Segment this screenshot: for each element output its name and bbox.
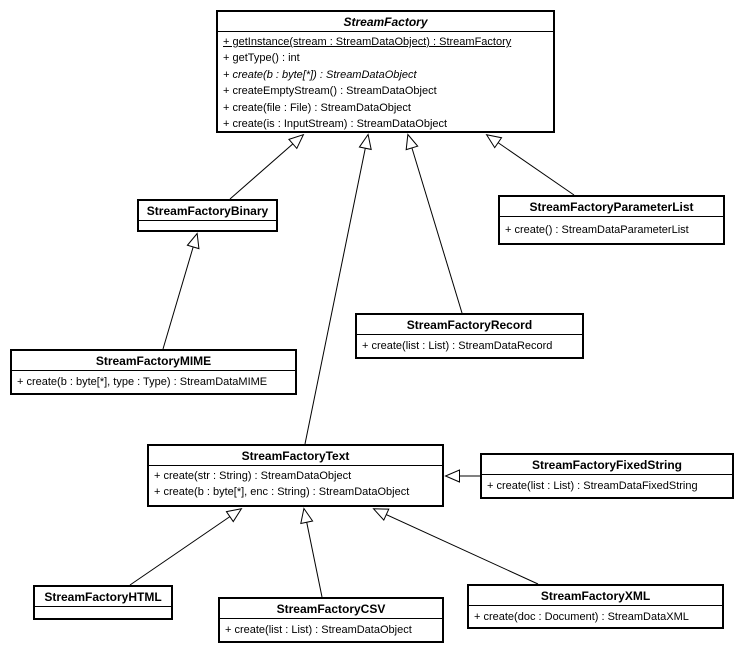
generalization-arrow-parameterlist-to-factory [485, 133, 575, 196]
class-box-streamfactorycsv[interactable]: StreamFactoryCSV + create(list : List) :… [218, 597, 444, 643]
method-create: + create(doc : Document) : StreamDataXML [474, 610, 689, 623]
generalization-arrow-xml-to-text [372, 508, 539, 585]
method-create-file: + create(file : File) : StreamDataObject [223, 101, 411, 114]
generalization-arrow-mime-to-binary [162, 232, 200, 350]
methods-compartment: + create() : StreamDataParameterList [500, 217, 723, 243]
class-name: StreamFactoryCSV [220, 599, 442, 619]
generalization-arrow-text-to-factory [304, 133, 372, 445]
methods-compartment: + create(str : String) : StreamDataObjec… [149, 466, 442, 505]
class-box-streamfactoryparameterlist[interactable]: StreamFactoryParameterList + create() : … [498, 195, 725, 245]
class-name: StreamFactoryXML [469, 586, 722, 606]
class-box-streamfactoryrecord[interactable]: StreamFactoryRecord + create(list : List… [355, 313, 584, 359]
class-name: StreamFactoryMIME [12, 351, 295, 371]
method-create: + create(list : List) : StreamDataRecord [362, 340, 553, 352]
empty-compartment [139, 221, 276, 230]
class-box-streamfactorybinary[interactable]: StreamFactoryBinary [137, 199, 278, 232]
class-name: StreamFactoryRecord [357, 315, 582, 335]
method-create-string: + create(str : String) : StreamDataObjec… [154, 470, 352, 482]
method-create-inputstream: + create(is : InputStream) : StreamDataO… [223, 118, 448, 131]
methods-compartment: + create(doc : Document) : StreamDataXML [469, 606, 722, 627]
method-create-bytes: + create(b : byte[*]) : StreamDataObject [223, 68, 417, 81]
generalization-arrow-record-to-factory [405, 133, 463, 314]
methods-compartment: + create(list : List) : StreamDataFixedS… [482, 475, 732, 497]
method-getinstance: + getInstance(stream : StreamDataObject)… [223, 36, 512, 48]
method-create-bytes-enc: + create(b : byte[*], enc : String) : St… [154, 486, 410, 498]
class-name: StreamFactoryHTML [35, 587, 171, 607]
methods-compartment: + getInstance(stream : StreamDataObject)… [218, 32, 553, 134]
method-create: + create(list : List) : StreamDataFixedS… [487, 480, 698, 492]
class-box-streamfactoryfixedstring[interactable]: StreamFactoryFixedString + create(list :… [480, 453, 734, 499]
class-box-streamfactoryhtml[interactable]: StreamFactoryHTML [33, 585, 173, 620]
methods-compartment: + create(list : List) : StreamDataRecord [357, 335, 582, 357]
empty-compartment [35, 607, 171, 618]
method-create: + create() : StreamDataParameterList [505, 224, 689, 236]
class-name: StreamFactory [218, 12, 553, 32]
class-box-streamfactorymime[interactable]: StreamFactoryMIME + create(b : byte[*], … [10, 349, 297, 395]
method-gettype: + getType() : int [223, 52, 300, 65]
generalization-arrow-binary-to-factory [229, 133, 305, 200]
class-name: StreamFactoryParameterList [500, 197, 723, 217]
class-name: StreamFactoryBinary [139, 201, 276, 221]
class-name: StreamFactoryText [149, 446, 442, 466]
generalization-arrow-html-to-text [129, 508, 243, 586]
class-box-streamfactoryxml[interactable]: StreamFactoryXML + create(doc : Document… [467, 584, 724, 629]
method-create: + create(b : byte[*], type : Type) : Str… [17, 376, 268, 388]
method-createemptystream: + createEmptyStream() : StreamDataObject [223, 85, 437, 98]
methods-compartment: + create(b : byte[*], type : Type) : Str… [12, 371, 295, 393]
method-create: + create(list : List) : StreamDataObject [225, 624, 412, 636]
class-box-streamfactory[interactable]: StreamFactory + getInstance(stream : Str… [216, 10, 555, 133]
methods-compartment: + create(list : List) : StreamDataObject [220, 619, 442, 641]
class-name: StreamFactoryFixedString [482, 455, 732, 475]
class-box-streamfactorytext[interactable]: StreamFactoryText + create(str : String)… [147, 444, 444, 507]
generalization-arrow-csv-to-text [300, 507, 323, 598]
